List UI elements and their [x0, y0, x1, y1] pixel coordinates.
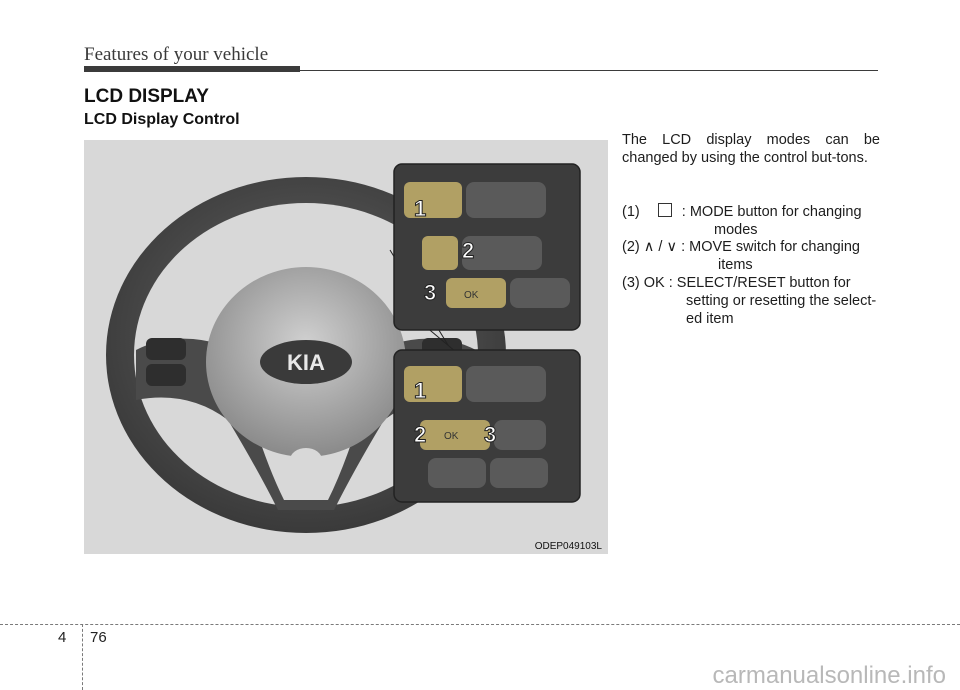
callout-2-bottom: 2 — [414, 422, 426, 447]
steering-wheel-figure: KIA OK — [84, 140, 608, 554]
header-rule — [300, 70, 878, 71]
item-cont: setting or resetting the select- — [686, 293, 877, 309]
item-text: : MODE button for changing — [681, 204, 862, 220]
svg-text:KIA: KIA — [287, 350, 325, 375]
callout-3-bottom: 3 — [484, 422, 496, 447]
callout-1-top: 1 — [414, 196, 426, 221]
intro-paragraph: The LCD display modes can be changed by … — [622, 132, 880, 166]
item-move: (2) ∧ / ∨ : MOVE switch for changing ite… — [622, 238, 880, 274]
svg-text:OK: OK — [444, 431, 459, 442]
item-text: : SELECT/RESET button for — [668, 275, 851, 291]
item-prefix: (1) — [622, 204, 640, 220]
move-switch — [422, 236, 458, 270]
item-mode: (1) : MODE button for changing modes — [622, 203, 880, 239]
chapter-number: 4 — [58, 629, 67, 646]
watermark: carmanualsonline.info — [712, 662, 946, 689]
item-cont2: ed item — [686, 311, 734, 327]
ok-button — [446, 278, 506, 308]
menu-icon — [657, 203, 672, 217]
control-inset-bottom: OK — [393, 349, 581, 503]
item-text: : MOVE switch for changing — [681, 239, 861, 255]
kia-logo-icon — [260, 340, 352, 384]
item-cont: modes — [714, 222, 758, 238]
section-title: LCD DISPLAY — [84, 86, 209, 107]
item-cont: items — [718, 257, 753, 273]
figure-code: ODEP049103L — [534, 541, 602, 552]
item-ok: (3) OK : SELECT/RESET button for setting… — [622, 274, 880, 328]
control-inset-top: OK — [393, 163, 581, 331]
mode-button-alt — [404, 366, 462, 402]
sub-title: LCD Display Control — [84, 111, 240, 128]
footer-divider — [82, 624, 83, 690]
item-prefix: (3) OK — [622, 275, 665, 291]
callout-1-bottom: 1 — [414, 378, 426, 403]
page-number: 76 — [90, 629, 107, 646]
header-bar — [84, 66, 300, 72]
ok-label: OK — [464, 290, 479, 301]
item-prefix: (2) ∧ / ∨ — [622, 239, 678, 255]
ok-move-combo — [420, 420, 490, 450]
footer-rule — [0, 624, 960, 625]
header-title: Features of your vehicle — [84, 44, 269, 65]
steering-wheel-illustration: KIA OK — [84, 140, 608, 554]
callout-3-top: 3 — [424, 280, 436, 305]
mode-button — [404, 182, 462, 218]
callout-2-top: 2 — [462, 238, 474, 263]
